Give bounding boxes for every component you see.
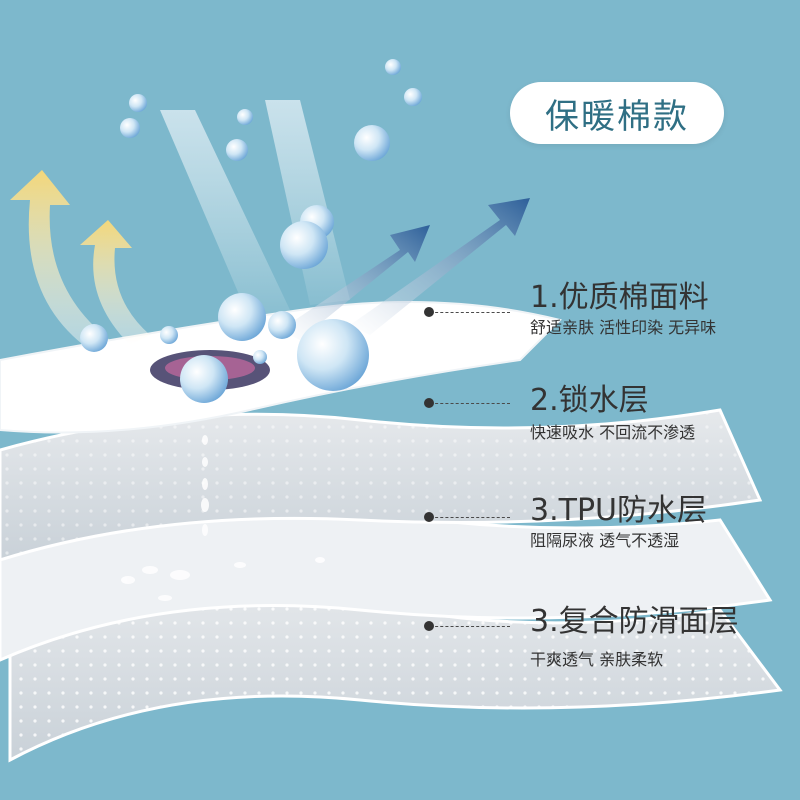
feature-description: 阻隔尿液 透气不透湿 xyxy=(530,531,680,550)
badge-label: 保暖棉款 xyxy=(545,96,689,137)
feature-description: 快速吸水 不回流不渗透 xyxy=(530,423,696,442)
feature-title: 2.锁水层 xyxy=(530,383,649,418)
leader-dot-icon xyxy=(424,307,434,317)
leader-line xyxy=(430,626,510,627)
leader-dot-icon xyxy=(424,398,434,408)
leader-line xyxy=(430,517,510,518)
moisture-strip-icon xyxy=(160,100,350,320)
warm-air-arrow-icon xyxy=(10,170,150,350)
feature-description: 干爽透气 亲肤柔软 xyxy=(530,650,664,669)
feature-title: 3.TPU防水层 xyxy=(530,493,707,528)
leader-line xyxy=(430,312,510,313)
cool-air-arrow-icon xyxy=(280,198,530,340)
feature-title: 1.优质棉面料 xyxy=(530,280,709,315)
product-variant-badge: 保暖棉款 xyxy=(510,82,724,144)
feature-description: 舒适亲肤 活性印染 无异味 xyxy=(530,318,717,337)
water-lock-layer xyxy=(0,408,763,562)
leader-line xyxy=(430,403,510,404)
leader-dot-icon xyxy=(424,512,434,522)
water-drip-icon xyxy=(121,435,325,601)
feature-title: 3.复合防滑面层 xyxy=(530,604,739,639)
water-droplet-icon xyxy=(80,59,422,403)
leader-dot-icon xyxy=(424,621,434,631)
